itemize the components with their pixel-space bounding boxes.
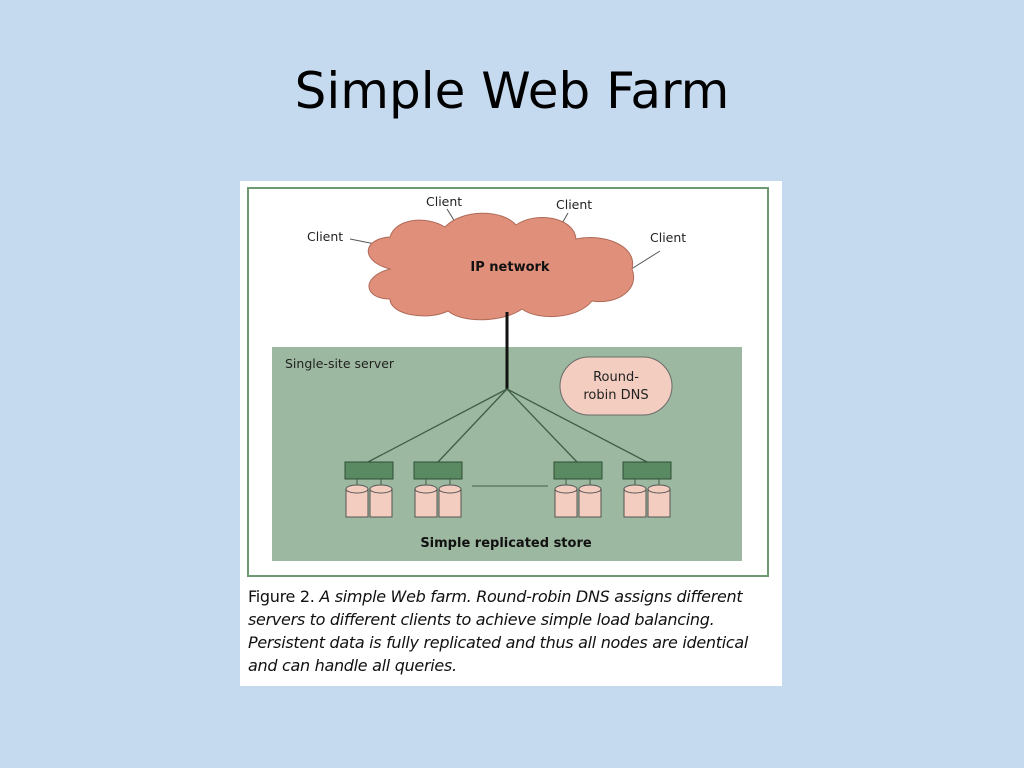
caption-label: Figure 2. (248, 587, 315, 606)
server-box (413, 461, 463, 480)
fan-line (506, 388, 648, 463)
disk-icon (554, 484, 578, 518)
client-label: Client (426, 194, 462, 209)
store-label: Simple replicated store (420, 536, 592, 551)
disk-icon (647, 484, 671, 518)
dns-label-line1: Round- (593, 370, 639, 385)
fan-line (367, 388, 508, 463)
network-label: IP network (470, 260, 550, 275)
disk-icon (369, 484, 393, 518)
disk-icon (623, 484, 647, 518)
client-label: Client (307, 229, 343, 244)
round-robin-dns (559, 356, 673, 416)
figure-caption: Figure 2. A simple Web farm. Round-robin… (248, 585, 774, 677)
slide-title: Simple Web Farm (294, 62, 730, 120)
client-label: Client (650, 230, 686, 245)
dns-label-line2: robin DNS (583, 388, 648, 403)
ip-network-cloud (367, 212, 635, 321)
caption-text: A simple Web farm. Round-robin DNS assig… (248, 587, 749, 675)
figure: Single-site server Client Client Client … (240, 181, 782, 686)
server-label: Single-site server (285, 356, 395, 371)
server-box (344, 461, 394, 480)
fan-line (437, 388, 508, 463)
server-node (553, 461, 603, 518)
disk-icon (414, 484, 438, 518)
server-node (413, 461, 463, 518)
disk-icon (438, 484, 462, 518)
fan-line (506, 388, 578, 463)
server-node (622, 461, 672, 518)
client-label: Client (556, 197, 592, 212)
disk-icon (578, 484, 602, 518)
disk-icon (345, 484, 369, 518)
web-farm-diagram: Single-site server Client Client Client … (247, 187, 769, 577)
server-box (553, 461, 603, 480)
server-box (622, 461, 672, 480)
server-node (344, 461, 394, 518)
